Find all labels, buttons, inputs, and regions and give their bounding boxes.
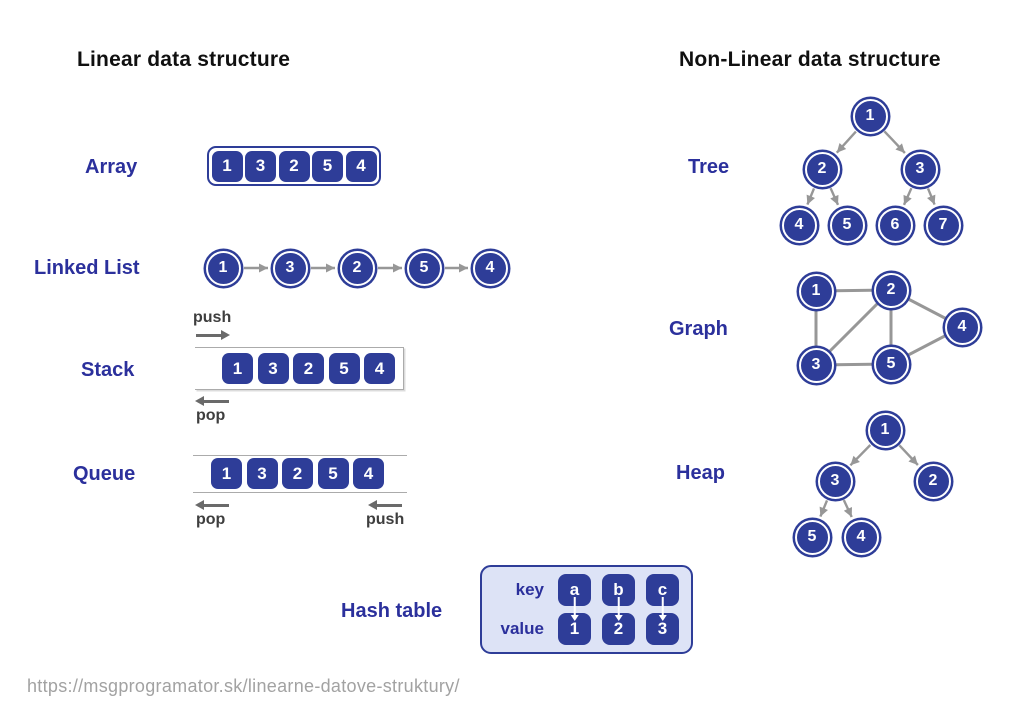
- stack-pop-label: pop: [196, 407, 226, 424]
- graph-edge: [890, 288, 963, 329]
- array-cell: 4: [345, 150, 377, 182]
- tree-edge: [829, 187, 840, 206]
- graph-edge: [890, 325, 963, 366]
- queue-label: Queue: [73, 463, 136, 485]
- queue-cell: 5: [317, 458, 349, 489]
- hash-table-label: Hash table: [341, 600, 443, 622]
- queue-cell: 3: [246, 458, 278, 489]
- array-cell: 5: [312, 150, 343, 182]
- graph-label: Graph: [669, 318, 728, 340]
- hash-down-arrow-icon: [573, 597, 576, 616]
- tree-edge: [806, 187, 816, 206]
- linear-section-title: Linear data structure: [77, 48, 291, 71]
- graph-edge: [815, 288, 892, 293]
- queue-cell: 2: [282, 458, 313, 489]
- hash-value-label: value: [500, 619, 544, 638]
- stack-cell: 3: [257, 353, 289, 384]
- heap-edge: [819, 499, 829, 518]
- tree-edge: [883, 130, 906, 154]
- queue-cell: 4: [353, 458, 384, 489]
- linked-list-label: Linked List: [34, 257, 140, 279]
- graph-edge: [815, 362, 892, 367]
- stack-push-arrow-icon: [196, 330, 230, 340]
- tree-label: Tree: [688, 156, 730, 178]
- heap-label: Heap: [676, 462, 725, 484]
- hash-key-cell: a: [558, 574, 591, 606]
- stack-cell: 4: [364, 353, 395, 384]
- array-cell: 1: [211, 150, 243, 182]
- tree-edge: [926, 187, 936, 206]
- hash-down-arrow-icon: [661, 597, 664, 616]
- heap-edge: [849, 444, 872, 467]
- array-cell: 2: [278, 150, 310, 182]
- queue-pop-arrow-icon: [195, 500, 229, 510]
- queue-push-arrow-icon: [368, 500, 402, 510]
- stack-container: [195, 347, 404, 390]
- graph-edge: [814, 288, 893, 367]
- stack-cell: 1: [222, 353, 253, 384]
- heap-edge: [842, 499, 853, 518]
- array-label: Array: [85, 156, 138, 178]
- queue-pop-label: pop: [196, 511, 226, 528]
- source-url: https://msgprogramator.sk/linearne-datov…: [27, 676, 460, 696]
- hash-row-labels: key value: [496, 574, 544, 645]
- tree-edge: [835, 130, 857, 154]
- stack-cell: 2: [293, 353, 324, 384]
- nonlinear-section-title: Non-Linear data structure: [679, 48, 941, 71]
- stack-label: Stack: [81, 359, 135, 381]
- array-cell: 3: [245, 150, 276, 182]
- stack-cell: 5: [328, 353, 360, 384]
- queue-cell: 1: [211, 458, 242, 489]
- queue-container: [193, 455, 407, 493]
- queue-push-label: push: [366, 511, 405, 528]
- heap-edge: [898, 444, 919, 466]
- stack-pop-arrow-icon: [195, 396, 229, 406]
- hash-key-label: key: [515, 580, 544, 599]
- tree-edge: [902, 187, 913, 206]
- stack-push-label: push: [193, 309, 232, 326]
- hash-down-arrow-icon: [617, 597, 620, 616]
